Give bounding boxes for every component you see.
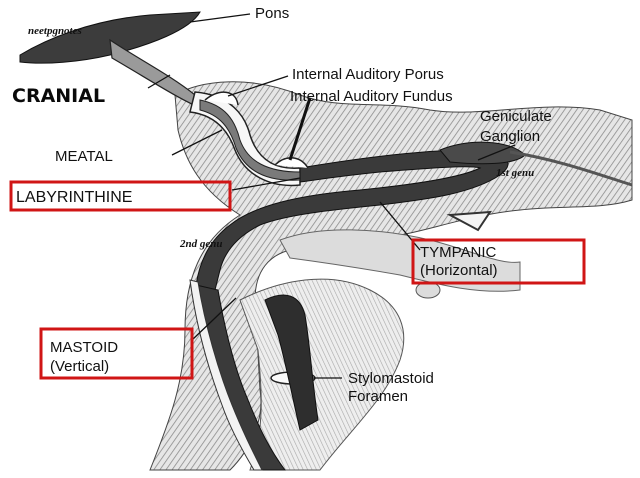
mastoid-leader [191,297,237,341]
canal-bone-region [279,229,521,292]
cranial-label: CRANIAL [12,85,105,107]
tympanic-highlight-box [411,238,586,285]
first-genu-label: 1st genu [496,167,534,179]
petrosal-branch [509,150,633,187]
porus-leader [227,75,289,97]
geniculate-leader [477,144,516,161]
temporal-bone-region [149,81,633,471]
pons-shape [19,11,201,64]
stylomastoid-label-line1: Stylomastoid [348,370,434,387]
tympanic-label-line1: TYMPANIC [420,244,497,261]
cranial-leader [147,74,171,89]
labyrinthine-label: LABYRINTHINE [16,189,132,206]
pons-leader [189,13,251,23]
tympanic-label-line2: (Horizontal) [420,262,498,279]
meatal-label: MEATAL [55,148,113,165]
stylomastoid-label-line2: Foramen [348,388,408,405]
labyrinthine-leader [231,177,301,191]
fundus-label: Internal Auditory Fundus [290,88,453,105]
geniculate-label-line2: Ganglion [480,128,540,145]
geniculate-label-line1: Geniculate [480,108,552,125]
watermark-text: neetpgnotes [28,25,82,37]
labyrinthine-highlight-box [9,180,232,212]
mastoid-label-line2: (Vertical) [50,358,109,375]
stylomastoid-process [264,294,319,431]
mastoid-highlight-box [39,327,194,380]
mastoid-sheath [189,279,263,471]
fundus-leader [288,97,312,161]
porus-label: Internal Auditory Porus [292,66,444,83]
mastoid-label-line1: MASTOID [50,339,118,356]
pons-label: Pons [255,5,289,22]
ossicle-outline [446,210,492,232]
cranial-segment [109,38,207,112]
meatal-leader [171,129,223,156]
second-genu-label: 2nd genu [179,238,223,250]
